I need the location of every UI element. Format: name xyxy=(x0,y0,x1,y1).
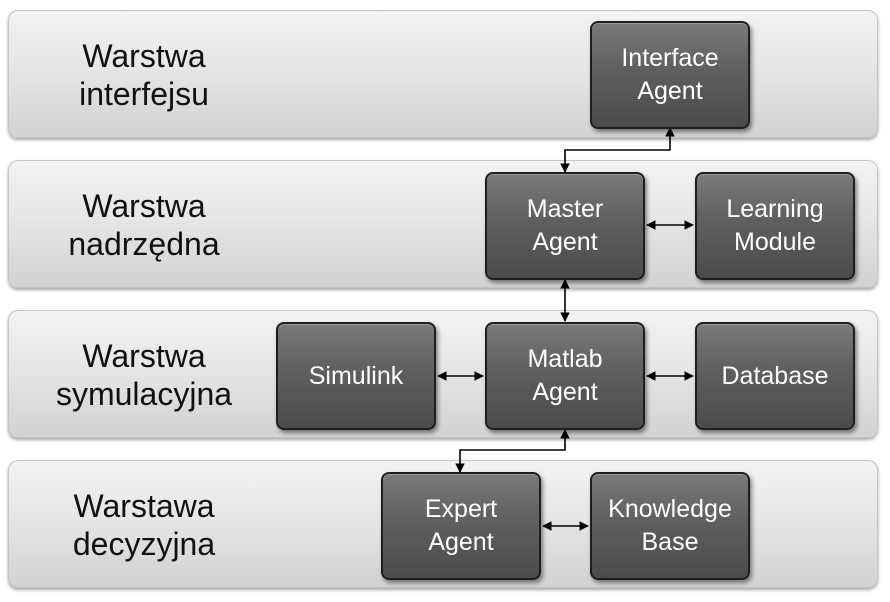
node-interface-agent: Interface Agent xyxy=(590,21,750,129)
node-learning-module: Learning Module xyxy=(695,172,855,280)
layer-label-decision: Warstawa decyzyjna xyxy=(72,488,216,562)
node-matlab-agent: Matlab Agent xyxy=(485,322,645,430)
node-expert-agent: Expert Agent xyxy=(381,472,541,580)
node-simulink: Simulink xyxy=(276,322,436,430)
layer-label-interface: Warstwa interfejsu xyxy=(79,38,209,112)
node-knowledge-base: Knowledge Base xyxy=(590,472,750,580)
layer-label-simulation: Warstwa symulacyjna xyxy=(55,338,233,412)
layer-label-supervisory: Warstwa nadrzędna xyxy=(68,188,220,262)
node-database: Database xyxy=(695,322,855,430)
node-master-agent: Master Agent xyxy=(485,172,645,280)
